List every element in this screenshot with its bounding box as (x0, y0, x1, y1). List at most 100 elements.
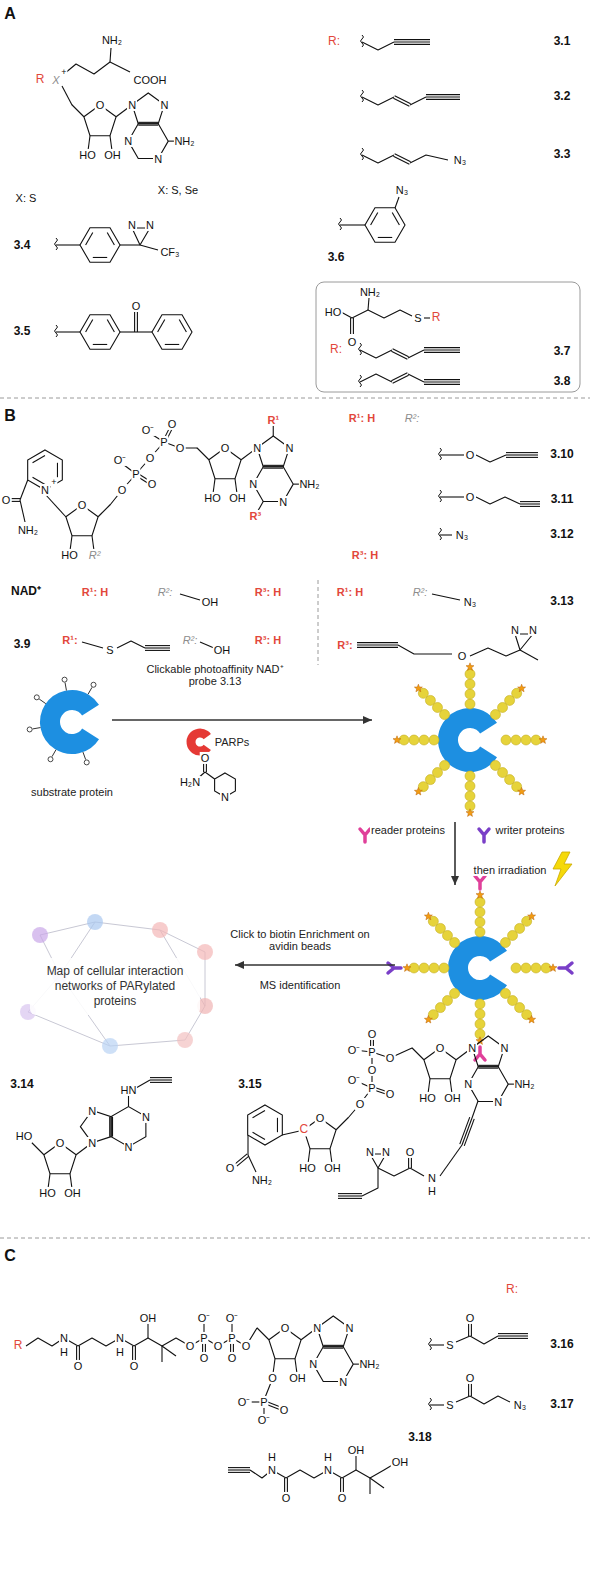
atom-label: N (127, 219, 137, 231)
atom-label: N (59, 1332, 69, 1344)
atom-label: OH (63, 1186, 82, 1198)
network-link (205, 952, 206, 1006)
bond (162, 1346, 176, 1356)
bond (110, 442, 197, 505)
atom-label: O (267, 1371, 278, 1383)
atom-label: N (499, 1042, 509, 1054)
atom-label: OH (201, 596, 220, 608)
atom-label: HO (418, 1091, 437, 1103)
atom-label: O (117, 484, 128, 496)
atom-label: N (308, 1358, 318, 1370)
atom-label: O (457, 650, 468, 662)
bond (180, 594, 200, 600)
photo-star (539, 736, 547, 744)
photo-star (424, 1015, 432, 1023)
atom-label: N (252, 442, 262, 454)
bond (150, 1079, 172, 1080)
atom-label: O (175, 442, 186, 454)
atom-label: S (105, 644, 114, 656)
atom-label: OH (323, 1161, 342, 1173)
scheme-label: MS identification (259, 979, 342, 991)
bond (134, 1328, 257, 1346)
protein-shape (42, 692, 103, 753)
atom-label: P (259, 1396, 268, 1408)
bond (20, 500, 25, 522)
r-group-label: R³: H (254, 586, 282, 598)
atom-label: N (528, 624, 538, 636)
bond (472, 1101, 478, 1118)
bond (110, 48, 111, 62)
bond (342, 1464, 394, 1478)
bond (392, 213, 399, 225)
bond (286, 1470, 328, 1478)
bond (470, 648, 520, 656)
bond (98, 505, 110, 517)
r-group-label: R²: (404, 412, 421, 424)
atom-label: HO (203, 491, 222, 503)
photo-star (528, 912, 536, 920)
r-group-label: R (35, 73, 46, 86)
compound-number: 3.7 (553, 345, 572, 358)
photo-star (424, 912, 432, 920)
binding-protein-icon (559, 963, 572, 973)
bond (426, 99, 460, 100)
atom-label: O⁻ (113, 454, 128, 466)
atom-label: NH₂ (359, 286, 381, 298)
bond (371, 213, 378, 225)
bond (362, 1168, 378, 1196)
bond (471, 1382, 472, 1396)
bond (110, 62, 130, 72)
adp-ribose-bead (475, 917, 485, 927)
bond (393, 375, 409, 383)
adp-ribose-bead (475, 1019, 485, 1029)
atom-label: N₃ (513, 1399, 527, 1411)
atom-label: O (147, 478, 158, 490)
bond (120, 331, 152, 332)
bond (136, 1080, 150, 1088)
atom-label: HO (324, 306, 343, 318)
atom-label: N (87, 1104, 97, 1116)
atom-label: O (185, 1340, 196, 1352)
bond (64, 62, 110, 74)
atom-label: N (338, 1375, 348, 1387)
map-caption: Map of cellular interaction networks of … (36, 964, 194, 1009)
attachment-mark (359, 343, 362, 355)
adp-ribose-bead (429, 963, 439, 973)
r-group-label: R²: (157, 586, 174, 598)
bond (86, 233, 93, 245)
atom-label: S (445, 1399, 454, 1411)
atom-label: O⁻ (197, 1312, 212, 1324)
adp-ribose-bead (511, 963, 521, 973)
carboxylate-mark (91, 682, 96, 687)
bond (357, 642, 398, 643)
r-group-label: R²: (182, 634, 199, 646)
r-group-label: R¹ (266, 414, 280, 426)
atom-label: COOH (133, 74, 168, 86)
network-node (32, 927, 48, 943)
atom-label: O (241, 1340, 252, 1352)
bond (33, 728, 41, 729)
bond (506, 452, 538, 453)
atom-label: P (131, 468, 140, 480)
bond (145, 645, 170, 646)
attachment-mark (439, 448, 442, 460)
photo-star (466, 809, 474, 817)
compound-number: 3.15 (237, 1078, 262, 1091)
bond (248, 1155, 256, 1172)
charge-label: + (50, 478, 57, 488)
atom-label: O (465, 449, 476, 461)
bond (56, 331, 80, 332)
bond (498, 1335, 528, 1336)
compound-number: 3.13 (549, 595, 574, 608)
bond (357, 644, 398, 645)
bond (263, 468, 283, 469)
atom-label: OH (103, 148, 122, 160)
atom-label: O (167, 418, 178, 430)
atom-label: O (131, 300, 142, 312)
adp-ribose-bead (409, 735, 419, 745)
scheme-label: writer proteins (494, 824, 565, 836)
atom-label: N (141, 1111, 151, 1123)
atom-label: H (115, 1346, 125, 1358)
atom-label: HO (60, 548, 79, 560)
